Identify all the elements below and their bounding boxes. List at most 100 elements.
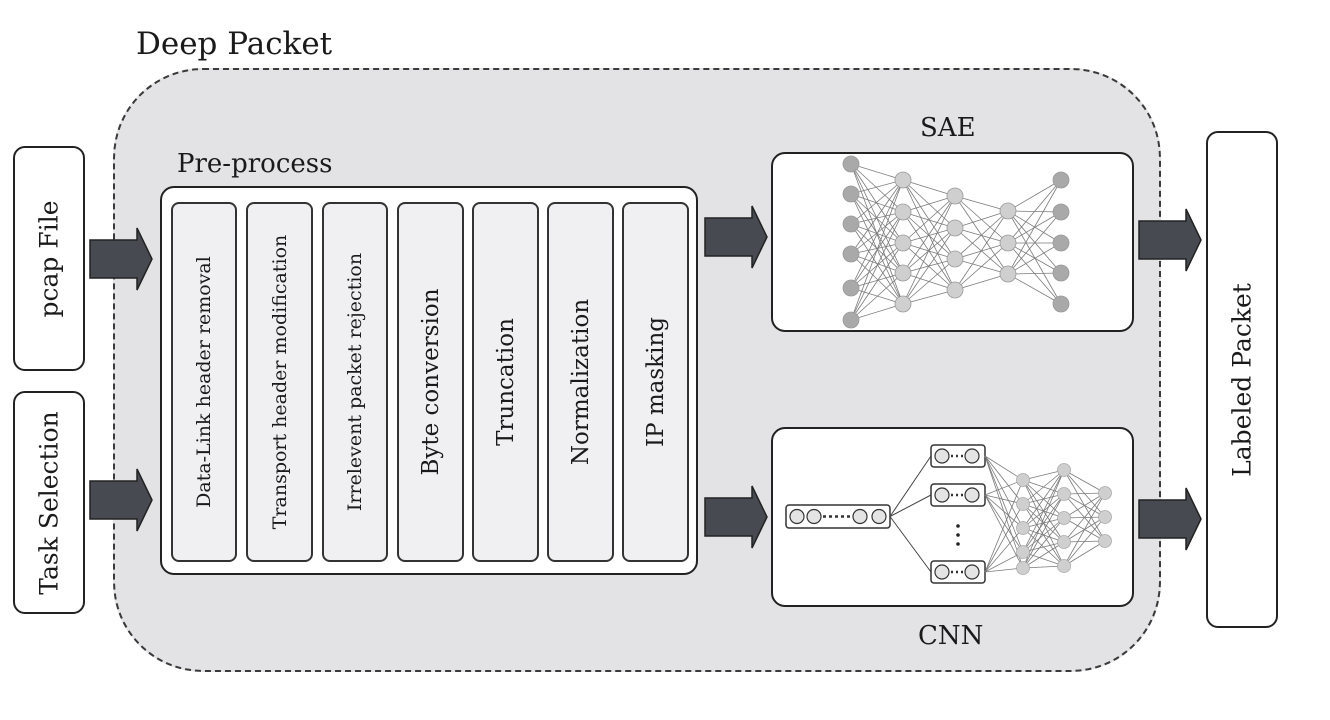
cnn-edge xyxy=(984,503,1024,573)
sae-edge xyxy=(850,179,904,289)
diagram-title: Deep Packet xyxy=(136,26,333,62)
sae-edge xyxy=(850,163,904,213)
cnn-edge xyxy=(1063,540,1106,567)
cnn-filter-node xyxy=(964,564,980,580)
block-arrow xyxy=(89,227,153,291)
cnn-edge xyxy=(984,455,1024,553)
task-selection-box: Task Selection xyxy=(13,391,85,614)
sae-node xyxy=(999,265,1017,283)
sae-edge xyxy=(1007,272,1062,275)
cnn-node xyxy=(1057,463,1071,477)
cnn-edge xyxy=(1022,551,1065,567)
cnn-edge xyxy=(984,455,1024,529)
sae-node xyxy=(1052,234,1070,252)
sae-edge xyxy=(850,211,904,255)
cnn-node xyxy=(1057,511,1071,525)
cnn-edge xyxy=(1022,493,1065,569)
sae-edge xyxy=(902,179,956,197)
sae-node xyxy=(1052,295,1070,313)
sae-node xyxy=(1052,203,1070,221)
cnn-edge xyxy=(1022,469,1065,529)
cnn-filter-node xyxy=(964,448,980,464)
sae-node xyxy=(894,171,912,189)
cnn-edge xyxy=(1063,492,1106,519)
cnn-node xyxy=(1057,535,1071,549)
cnn-edge xyxy=(1063,492,1106,567)
sae-edge xyxy=(850,179,904,195)
cnn-node xyxy=(1057,487,1071,501)
cnn-edge xyxy=(984,527,1024,573)
sae-node xyxy=(894,295,912,313)
block-arrow xyxy=(704,485,768,549)
sae-edge xyxy=(850,179,904,255)
cnn-node xyxy=(1057,559,1071,573)
sae-edge xyxy=(1007,210,1062,305)
sae-network xyxy=(842,155,1070,329)
cnn-edge xyxy=(1022,469,1065,505)
cnn-input-node xyxy=(871,508,887,525)
sae-node xyxy=(946,187,964,205)
cnn-edge xyxy=(984,479,1024,573)
sae-edge xyxy=(1007,210,1062,274)
cnn-filter-node xyxy=(964,487,980,503)
cnn-edge xyxy=(984,455,1024,481)
sae-node xyxy=(946,281,964,299)
sae-edge xyxy=(850,211,904,321)
cnn-connector xyxy=(889,455,932,517)
sae-edge xyxy=(902,258,956,305)
sae-label: SAE xyxy=(920,113,976,143)
sae-node xyxy=(842,215,860,233)
cnn-edge xyxy=(1022,469,1065,553)
step-normalization: Normalization xyxy=(547,202,614,562)
sae-node xyxy=(842,279,860,297)
step-byte-conversion: Byte conversion xyxy=(397,202,464,562)
sae-edge xyxy=(1007,179,1062,212)
cnn-node xyxy=(1016,561,1030,575)
sae-node xyxy=(946,219,964,237)
sae-node xyxy=(842,185,860,203)
cnn-edge xyxy=(1022,541,1065,569)
cnn-network xyxy=(785,444,1112,584)
cnn-node xyxy=(1016,497,1030,511)
cnn-label: CNN xyxy=(918,621,984,651)
cnn-connector xyxy=(889,516,932,573)
sae-edge xyxy=(850,253,904,274)
cnn-filter-node xyxy=(934,564,950,580)
cnn-filter-node xyxy=(934,448,950,464)
sae-edge xyxy=(850,179,904,321)
cnn-node xyxy=(1098,534,1112,548)
block-arrow xyxy=(1138,487,1202,551)
sae-edge xyxy=(1007,211,1062,275)
cnn-filter-node xyxy=(934,487,950,503)
sae-edge xyxy=(902,195,956,244)
sae-box xyxy=(771,152,1134,332)
cnn-node xyxy=(1016,521,1030,535)
sae-edge xyxy=(850,223,904,305)
sae-node xyxy=(842,245,860,263)
cnn-node xyxy=(1098,486,1112,500)
sae-edge xyxy=(850,163,904,181)
sae-edge xyxy=(902,195,956,305)
cnn-edge xyxy=(984,494,1024,529)
cnn-edge xyxy=(984,494,1024,569)
sae-edge xyxy=(954,210,1009,260)
sae-edge xyxy=(902,227,956,244)
sae-edge xyxy=(902,289,956,305)
cnn-edge xyxy=(1022,517,1065,569)
sae-edge xyxy=(1007,242,1062,274)
cnn-edge xyxy=(1022,493,1065,553)
sae-edge xyxy=(850,242,904,255)
block-arrow xyxy=(1138,208,1202,272)
cnn-edge xyxy=(984,551,1024,573)
sae-edge xyxy=(902,195,956,274)
sae-edge xyxy=(954,242,1009,291)
cnn-node xyxy=(1016,545,1030,559)
sae-node xyxy=(999,234,1017,252)
step-packet-rejection: Irrelevent packet rejection xyxy=(322,202,388,562)
cnn-ellipsis-dot xyxy=(956,524,960,528)
cnn-edge xyxy=(1063,469,1106,494)
sae-edge xyxy=(954,210,1009,229)
arrows xyxy=(89,205,1202,551)
sae-edge xyxy=(850,272,904,289)
